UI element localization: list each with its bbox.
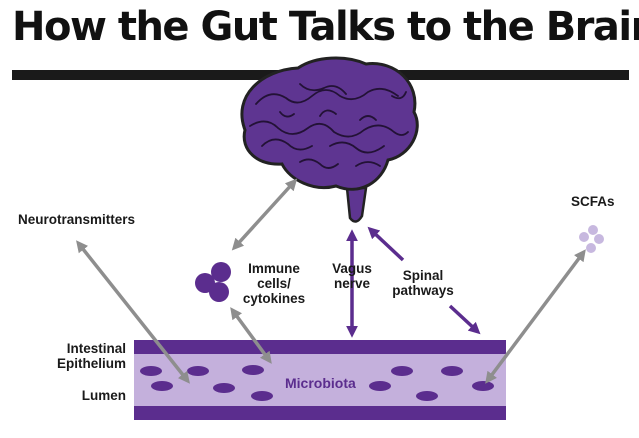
spinal-label-line1: Spinal <box>402 268 444 283</box>
immune-brain-arrow <box>231 178 298 251</box>
epithelium-label-line2: Epithelium <box>56 356 126 371</box>
immune-label-line2: cells/ <box>257 276 291 291</box>
page-title: How the Gut Talks to the Brain <box>12 4 639 50</box>
intestinal-epithelium-label: Intestinal Epithelium <box>30 341 126 371</box>
vagus-nerve-label: Vagus nerve <box>326 261 378 291</box>
scfas-label: SCFAs <box>571 194 615 209</box>
scfa-arrow <box>485 249 586 384</box>
immune-label-line3: cytokines <box>242 291 306 306</box>
spinal-label-line2: pathways <box>392 283 454 298</box>
vagus-label-line1: Vagus <box>332 261 372 276</box>
brain-icon <box>240 56 419 223</box>
epithelium-label-line1: Intestinal <box>66 341 126 356</box>
immune-cells-icon <box>195 262 231 302</box>
neurotransmitters-arrow <box>76 240 190 384</box>
spinal-upper-arrow <box>367 226 405 262</box>
immune-label-line1: Immune <box>248 261 300 276</box>
immune-cells-label: Immune cells/ cytokines <box>237 261 311 306</box>
microbiota-label: Microbiota <box>285 375 356 391</box>
lumen-label: Lumen <box>81 388 126 403</box>
vagus-label-line2: nerve <box>333 276 371 291</box>
neurotransmitters-label: Neurotransmitters <box>18 212 136 227</box>
spinal-pathways-label: Spinal pathways <box>384 268 462 298</box>
spinal-lower-arrow <box>448 304 481 335</box>
scfa-dots-icon <box>579 225 604 253</box>
immune-gut-arrow <box>230 307 272 364</box>
intestine-band <box>134 340 506 420</box>
